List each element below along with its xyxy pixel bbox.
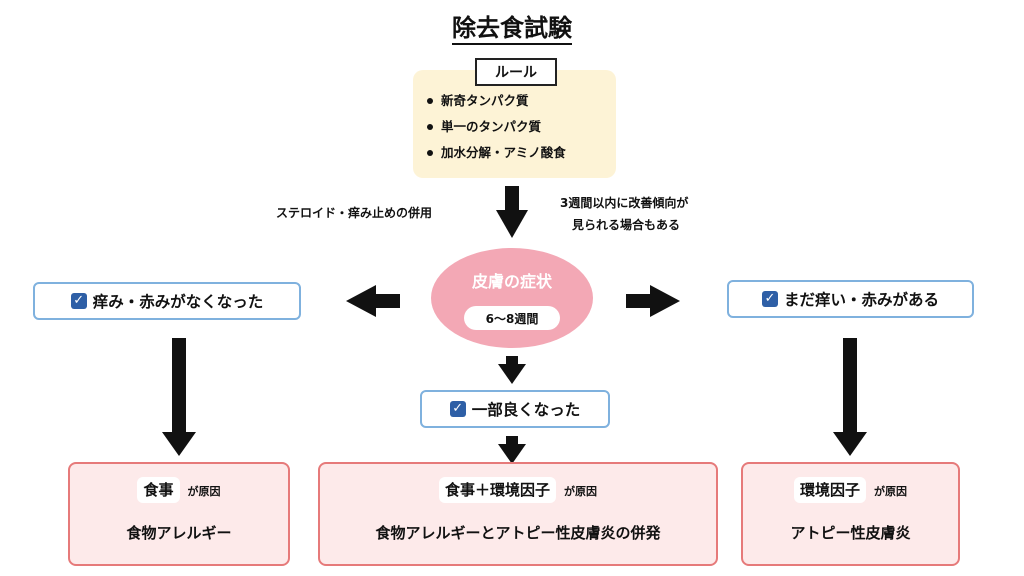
arrow-left-icon xyxy=(346,285,400,317)
cause-label: 食事＋環境因子 xyxy=(438,477,556,503)
rule-item-text: 新奇タンパク質 xyxy=(441,93,529,108)
arrow-down-icon xyxy=(162,338,196,456)
state-partial-label: 一部良くなった xyxy=(471,401,581,419)
arrow-down-icon xyxy=(498,356,526,384)
page-title: 除去食試験 xyxy=(0,8,1024,45)
rule-item: 加水分解・アミノ酸食 xyxy=(425,140,566,166)
rule-item: 単一のタンパク質 xyxy=(425,114,566,140)
cause-row: 環境因子 が原因 xyxy=(743,477,958,503)
arrow-down-icon xyxy=(498,436,526,464)
rule-item: 新奇タンパク質 xyxy=(425,88,566,114)
cause-label: 食事 xyxy=(137,477,180,503)
state-resolved: ✓ 痒み・赤みがなくなった xyxy=(33,282,301,320)
page-title-text: 除去食試験 xyxy=(452,14,572,45)
outcome-label: 食物アレルギー xyxy=(126,524,232,542)
result-food-environment: 食事＋環境因子 が原因 食物アレルギーとアトピー性皮膚炎の併発 xyxy=(318,462,718,566)
cause-row: 食事 が原因 xyxy=(70,477,288,503)
state-resolved-label: 痒み・赤みがなくなった xyxy=(92,293,264,311)
note-improvement-line2: 見られる場合もある xyxy=(572,218,681,232)
checkbox-checked-icon: ✓ xyxy=(70,293,87,309)
arrow-down-icon xyxy=(496,186,528,238)
state-unresolved-label: まだ痒い・赤みがある xyxy=(783,291,939,309)
state-unresolved: ✓ まだ痒い・赤みがある xyxy=(727,280,974,318)
rules-box xyxy=(413,70,616,178)
cause-label: 環境因子 xyxy=(793,477,866,503)
note-steroid: ステロイド・痒み止めの併用 xyxy=(276,206,433,220)
result-environment: 環境因子 が原因 アトピー性皮膚炎 xyxy=(741,462,960,566)
bullet-icon xyxy=(427,123,433,130)
bullet-icon xyxy=(427,97,433,104)
cause-suffix: が原因 xyxy=(564,485,597,498)
arrow-right-icon xyxy=(626,285,680,317)
note-improvement-line1: 3週間以内に改善傾向が xyxy=(560,196,689,210)
checkbox-checked-icon: ✓ xyxy=(761,291,778,307)
cause-row: 食事＋環境因子 が原因 xyxy=(320,477,716,503)
cause-suffix: が原因 xyxy=(874,485,907,498)
symptom-ellipse xyxy=(431,248,593,348)
rules-label: ルール xyxy=(475,58,557,86)
rule-item-text: 加水分解・アミノ酸食 xyxy=(441,145,566,160)
cause-suffix: が原因 xyxy=(187,485,221,498)
bullet-icon xyxy=(427,149,433,156)
checkbox-checked-icon: ✓ xyxy=(449,401,466,417)
outcome-label: 食物アレルギーとアトピー性皮膚炎の併発 xyxy=(375,524,661,542)
state-partial: ✓ 一部良くなった xyxy=(420,390,610,428)
symptom-title: 皮膚の症状 xyxy=(471,272,552,291)
rule-item-text: 単一のタンパク質 xyxy=(441,119,542,134)
duration-badge: 6〜8週間 xyxy=(464,306,560,330)
outcome-label: アトピー性皮膚炎 xyxy=(790,524,911,542)
result-food: 食事 が原因 食物アレルギー xyxy=(68,462,290,566)
rules-list: 新奇タンパク質 単一のタンパク質 加水分解・アミノ酸食 xyxy=(425,88,566,166)
arrow-down-icon xyxy=(833,338,867,456)
